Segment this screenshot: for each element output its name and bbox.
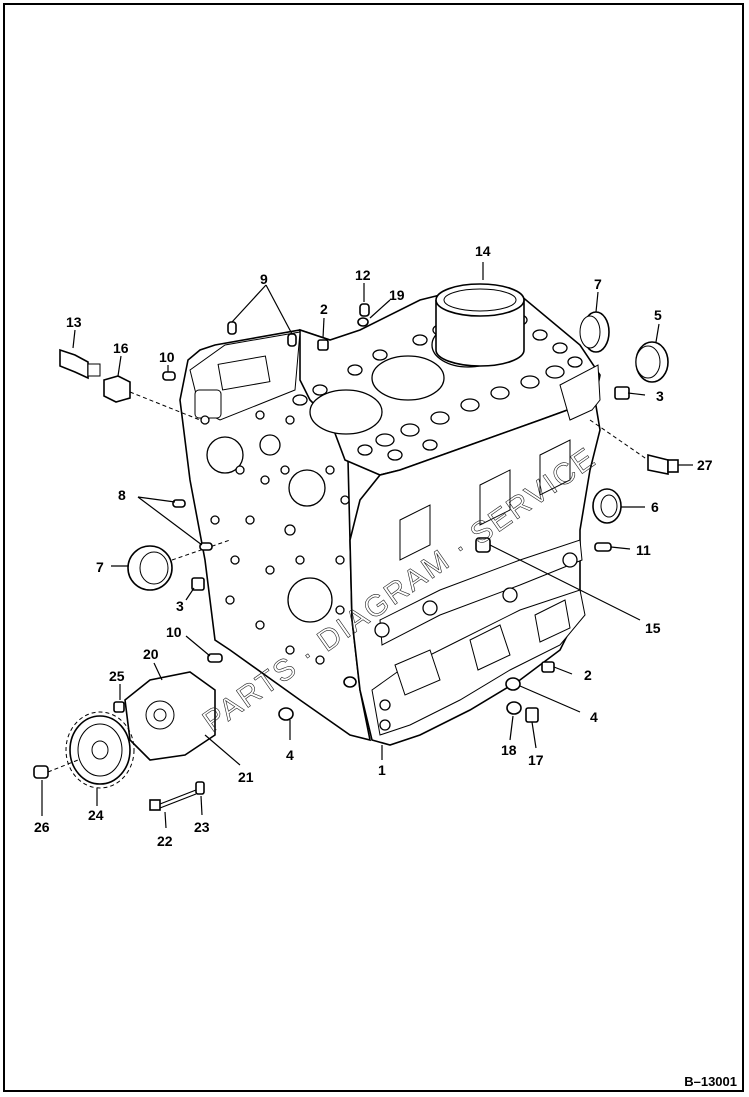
callout-17: 17 [528,752,544,768]
pin-8b [199,542,213,551]
pin-11 [594,542,612,552]
sender-13 [59,348,101,380]
callout-25: 25 [109,668,125,684]
callout-9: 9 [260,271,268,287]
deck-holes [292,314,583,461]
callout-26: 26 [34,819,50,835]
callout-8: 8 [118,487,126,503]
callout-10-upper: 10 [159,349,175,365]
callout-4-right: 4 [590,709,598,725]
sensor-27 [589,419,679,475]
callout-23: 23 [194,819,210,835]
callout-10-lower: 10 [166,624,182,640]
callout-20: 20 [143,646,159,662]
washer-19 [357,317,369,327]
callout-6: 6 [651,499,659,515]
seal-6 [592,488,622,524]
front-bolt-holes [200,410,350,665]
pin-10-upper [162,371,176,381]
callout-11: 11 [636,542,651,558]
bolt-25 [113,701,125,713]
callout-14: 14 [475,243,491,259]
callout-labels: 1 2 2 3 3 4 4 5 6 7 7 8 9 10 10 11 12 13… [34,243,713,849]
callout-7-upper: 7 [594,276,602,292]
callout-12: 12 [355,267,371,283]
callout-3-left: 3 [176,598,184,614]
plug-2-right [541,661,555,673]
plug-2-upper [317,339,329,351]
washer-23 [195,781,205,795]
pin-8a [172,499,186,508]
leader-lines [41,262,693,829]
callout-18: 18 [501,742,517,758]
callout-2-right: 2 [584,667,592,683]
figure-id: B–13001 [684,1074,737,1089]
washer-18 [506,701,522,715]
callout-2-upper: 2 [320,301,328,317]
nut-26 [33,765,49,779]
callout-27: 27 [697,457,713,473]
callout-4-left: 4 [286,747,294,763]
oring-4-left [278,707,294,721]
callout-15: 15 [645,620,661,636]
seal-7-lower [127,539,231,591]
pin-10-lower [207,653,223,663]
plug-3-lower [191,577,205,591]
pin-9b [287,333,297,347]
callout-22: 22 [157,833,173,849]
callout-1: 1 [378,762,386,778]
callout-24: 24 [88,807,104,823]
gear-24 [65,711,135,789]
cylinder-liner [435,283,525,367]
oil-pump-20 [124,671,216,761]
pin-9a [227,321,237,335]
oring-4-mid [343,676,357,688]
callout-3-right: 3 [656,388,664,404]
callout-7-lower: 7 [96,559,104,575]
oring-4-right [505,677,521,691]
callout-21: 21 [238,769,254,785]
diagram-frame [3,3,744,1092]
callout-5: 5 [654,307,662,323]
pin-12 [359,303,370,317]
expansion-plug-upper [579,311,610,353]
plate-5 [635,341,669,383]
plug-17 [525,707,539,723]
callout-13: 13 [66,314,82,330]
callout-19: 19 [389,287,405,303]
plug-3-upper [614,386,630,400]
engine-block [179,294,601,746]
callout-16: 16 [113,340,129,356]
bolt-22 [149,789,197,811]
